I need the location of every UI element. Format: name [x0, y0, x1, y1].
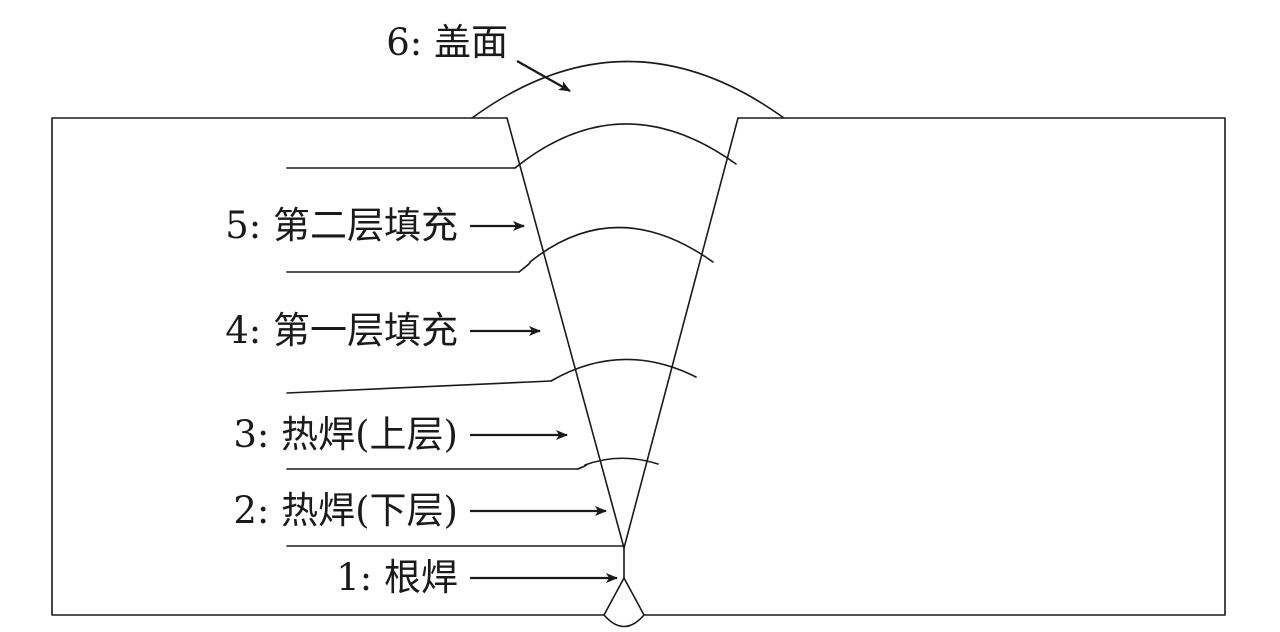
- cap-pass-boundary: [471, 60, 785, 119]
- workpiece-outline: [51, 117, 1226, 616]
- root-bead-bottom: [603, 614, 645, 628]
- label-fill2: 5: 第二层填充: [225, 204, 458, 247]
- pass-boundary-5-6: [514, 123, 737, 169]
- groove-right-wall: [623, 117, 739, 616]
- arrow-cap: [516, 60, 571, 92]
- pass-boundary-3-4: [550, 358, 697, 382]
- label-hot-upper: 3: 热焊(上层): [233, 413, 458, 456]
- groove-left-wall: [506, 117, 625, 616]
- leader-line-3-4: [286, 380, 552, 394]
- label-fill1: 4: 第一层填充: [225, 309, 458, 352]
- pass-boundary-4-5: [518, 226, 714, 273]
- label-cap: 6: 盖面: [386, 21, 508, 64]
- pass-boundary-2-3: [577, 457, 659, 470]
- label-root: 1: 根焊: [336, 556, 458, 599]
- label-hot-lower: 2: 热焊(下层): [233, 489, 458, 532]
